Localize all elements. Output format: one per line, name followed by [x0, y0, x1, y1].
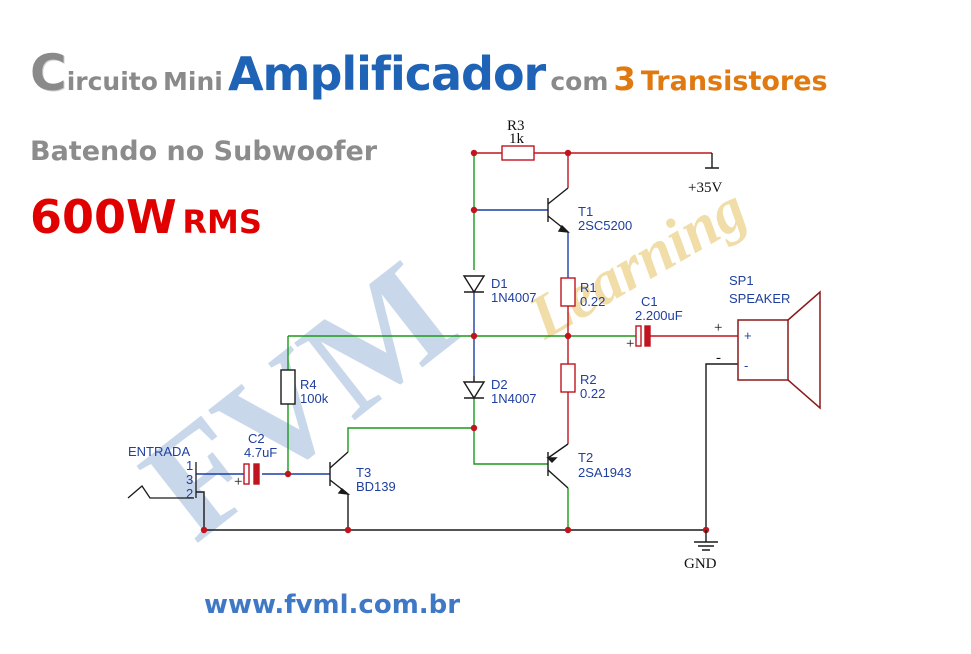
input-jack-icon	[127, 462, 197, 499]
t3-collector-wire	[347, 427, 474, 452]
resistor-r3: R3 1k	[501, 118, 535, 161]
t1-ref: T1	[578, 204, 593, 219]
speaker-return-wire	[705, 363, 738, 530]
speaker-plus: +	[744, 328, 752, 343]
resistor-r4	[280, 369, 296, 405]
d1-part: 1N4007	[491, 290, 537, 305]
input-pin3: 3	[186, 472, 193, 487]
d2-part: 1N4007	[491, 391, 537, 406]
subtitle: Batendo no Subwoofer	[30, 136, 378, 167]
sp1-name: SPEAKER	[729, 291, 790, 306]
r1-ref: R1	[580, 280, 597, 295]
d1-ref: D1	[491, 276, 508, 291]
ground-label: GND	[684, 556, 717, 572]
input-pin1: 1	[186, 458, 193, 473]
title-word-amplificador: Amplificador	[227, 47, 546, 101]
t1-part: 2SC5200	[578, 218, 632, 233]
title-word-com: com	[550, 67, 609, 96]
t3-part: BD139	[356, 479, 396, 494]
speaker-icon	[737, 290, 821, 410]
speaker-input-minus: -	[716, 350, 721, 366]
t2-ref: T2	[578, 450, 593, 465]
c2-value: 4.7uF	[244, 445, 277, 460]
diode-d1	[462, 275, 486, 294]
c1-value: 2.200uF	[635, 308, 683, 323]
supply-rail	[474, 152, 712, 188]
r4-value: 100k	[300, 391, 329, 406]
power-unit: RMS	[182, 203, 262, 241]
title-first-letter: C	[30, 44, 67, 102]
transistor-t1	[547, 187, 570, 233]
c1-plus: +	[626, 336, 634, 352]
resistor-r1	[560, 277, 576, 307]
junctions	[200, 149, 710, 534]
t2-base-wire	[473, 398, 548, 465]
d2-ref: D2	[491, 377, 508, 392]
supply-label: +35V	[688, 180, 722, 196]
input-label: ENTRADA	[128, 444, 190, 459]
r3-value: 1k	[509, 131, 525, 147]
title-word-circuito: ircuito	[66, 67, 158, 96]
transistor-t2	[546, 443, 569, 489]
input-pin2: 2	[186, 486, 193, 501]
capacitor-c2	[243, 463, 260, 485]
title-word-transistores: Transistores	[640, 66, 828, 97]
t3-ref: T3	[356, 465, 371, 480]
supply-terminal: +35V	[688, 153, 722, 196]
r4-ref: R4	[300, 377, 317, 392]
capacitor-c1	[635, 325, 651, 347]
c2-plus: +	[234, 474, 242, 490]
speaker-input-plus: +	[714, 320, 722, 336]
title-word-mini: Mini	[163, 67, 223, 96]
c2-ref: C2	[248, 431, 265, 446]
transistor-t3	[329, 451, 351, 495]
watermark-main: FVM	[113, 230, 484, 571]
diode-d2	[462, 376, 486, 400]
t2-part: 2SA1943	[578, 465, 632, 480]
title-number: 3	[613, 60, 636, 98]
jack-ground-wire	[196, 491, 205, 530]
ground-icon	[694, 530, 718, 551]
power-rating: 600W RMS	[30, 190, 262, 244]
power-value: 600W	[30, 190, 177, 244]
sp1-ref: SP1	[729, 273, 754, 288]
watermark: FVM Learning	[113, 174, 758, 571]
r3-ref: R3	[507, 118, 525, 134]
r2-value: 0.22	[580, 386, 605, 401]
website-link[interactable]: www.fvml.com.br	[204, 590, 461, 620]
r2-ref: R2	[580, 372, 597, 387]
resistor-r2	[560, 363, 576, 393]
c1-ref: C1	[641, 294, 658, 309]
page-title: Circuito Mini Amplificador com 3 Transis…	[30, 44, 828, 102]
speaker-minus: -	[744, 358, 748, 373]
r1-value: 0.22	[580, 294, 605, 309]
